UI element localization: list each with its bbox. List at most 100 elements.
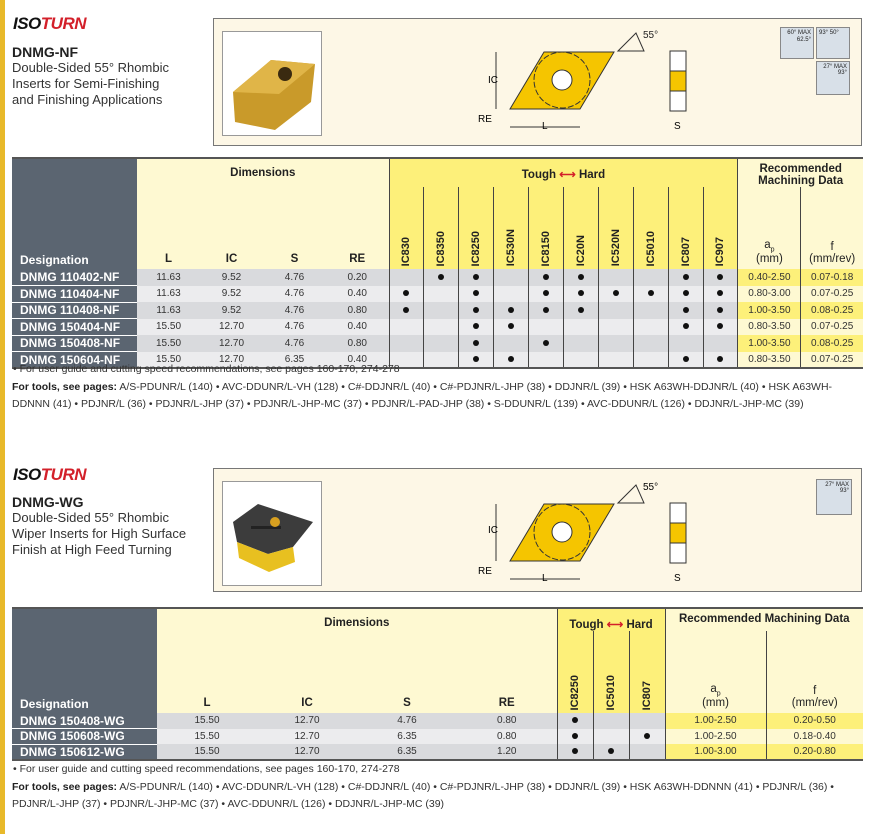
dimension-col-ic: IC	[200, 187, 263, 269]
dimension-value: 6.35	[357, 728, 457, 744]
grade-availability-cell	[388, 318, 424, 335]
available-dot-icon	[682, 306, 689, 313]
grade-availability-cell	[592, 728, 629, 744]
f-value: 0.07-0.25	[800, 318, 863, 335]
dimension-value: 12.70	[200, 318, 263, 335]
grade-label: IC20N	[574, 234, 587, 266]
grade-col-ic20n: IC20N	[562, 187, 599, 269]
available-dot-icon	[608, 747, 614, 754]
grade-label: IC807	[679, 236, 692, 266]
grade-availability-cell	[423, 269, 459, 286]
dimension-value: 0.20	[326, 269, 389, 286]
grade-availability-cell	[528, 269, 564, 286]
grade-availability-cell	[493, 302, 529, 319]
grade-availability-cell	[458, 285, 494, 302]
insert-dimension-drawing: 55° IC RE L S	[478, 30, 687, 132]
desc-line: Wiper Inserts for High Surface	[12, 526, 187, 541]
desc-line: Inserts for Semi-Finishing	[12, 76, 160, 91]
tough-hard-arrow-icon: ⟷	[603, 619, 627, 631]
dimension-value: 15.50	[137, 351, 200, 368]
tool-label: 27° MAX	[825, 482, 849, 488]
grade-availability-cell	[632, 351, 669, 368]
dimension-value: 12.70	[257, 713, 357, 729]
dimension-value: 12.70	[257, 744, 357, 760]
grade-availability-cell	[632, 269, 669, 286]
f-unit: (mm/rev)	[809, 253, 856, 265]
tool-label: 93°	[839, 488, 849, 494]
grade-availability-cell	[628, 713, 665, 729]
tools-pages: For tools, see pages: A/S-PDUNR/L (140) …	[12, 779, 862, 812]
grade-label: IC8350	[435, 230, 448, 266]
available-dot-icon	[543, 290, 549, 297]
dimension-value: 15.50	[157, 713, 257, 729]
available-dot-icon	[508, 306, 515, 313]
grade-availability-cell	[592, 713, 629, 729]
ap-symbol: ap	[666, 683, 766, 697]
f-value: 0.07-0.25	[800, 285, 863, 302]
dimension-value: 4.76	[263, 285, 326, 302]
grade-availability-cell	[556, 744, 593, 760]
available-dot-icon	[612, 290, 619, 297]
tool-label: 60° MAX	[787, 30, 811, 36]
l-label: L	[542, 573, 548, 584]
dimension-value: 0.40	[326, 318, 389, 335]
grade-availability-cell	[667, 318, 704, 335]
designation-cell: DNMG 150408-WG	[12, 713, 157, 729]
insert-photo-image	[233, 60, 315, 130]
re-label: RE	[478, 114, 492, 125]
grade-availability-cell	[632, 318, 669, 335]
isoturn-logo: ISOTURN	[13, 465, 87, 485]
f-unit: (mm/rev)	[791, 697, 838, 709]
available-dot-icon	[717, 273, 724, 280]
grade-col-ic530n: IC530N	[493, 187, 529, 269]
grade-col-ic8250: IC8250	[458, 187, 494, 269]
available-dot-icon	[577, 290, 584, 297]
dimension-col-s: S	[357, 631, 457, 713]
tool-icon: 93° 50°	[816, 27, 850, 59]
dimension-value: 12.70	[257, 728, 357, 744]
dimension-value: 15.50	[137, 335, 200, 352]
dimension-value: 4.76	[263, 302, 326, 319]
available-dot-icon	[644, 732, 650, 739]
tough-label: Tough	[569, 619, 604, 631]
desc-line: Finish at High Feed Turning	[12, 542, 172, 557]
user-guide-note: • For user guide and cutting speed recom…	[13, 763, 400, 775]
ap-header: ap(mm)	[737, 187, 801, 269]
dimension-value: 0.80	[326, 335, 389, 352]
dimension-value: 0.80	[457, 728, 557, 744]
f-value: 0.08-0.25	[800, 335, 863, 352]
designation-header: Designation	[12, 608, 157, 713]
f-label: f	[813, 685, 817, 697]
hard-label: Hard	[626, 619, 653, 631]
grade-col-ic830: IC830	[388, 187, 424, 269]
desc-line: and Finishing Applications	[12, 92, 163, 107]
f-label: f	[830, 241, 834, 253]
tough-hard-header: Tough ⟷ Hard	[556, 608, 665, 631]
grade-availability-cell	[493, 318, 529, 335]
grade-availability-cell	[702, 269, 738, 286]
dimension-value: 12.70	[200, 351, 263, 368]
grade-label: IC8150	[540, 230, 552, 266]
dimensions-header: Dimensions	[157, 608, 557, 631]
dimension-value: 9.52	[200, 285, 263, 302]
dimension-value: 0.40	[326, 285, 389, 302]
grade-availability-cell	[556, 713, 593, 729]
grade-availability-cell	[702, 318, 738, 335]
grade-availability-cell	[597, 351, 634, 368]
dimension-col-re: RE	[326, 187, 389, 269]
dimension-col-l: L	[157, 631, 257, 713]
f-value: 0.07-0.18	[800, 269, 863, 286]
grade-availability-cell	[702, 302, 738, 319]
f-header: f(mm/rev)	[800, 187, 863, 269]
dimension-value: 11.63	[137, 285, 200, 302]
dimension-value: 0.40	[326, 351, 389, 368]
dimension-col-re: RE	[457, 631, 557, 713]
